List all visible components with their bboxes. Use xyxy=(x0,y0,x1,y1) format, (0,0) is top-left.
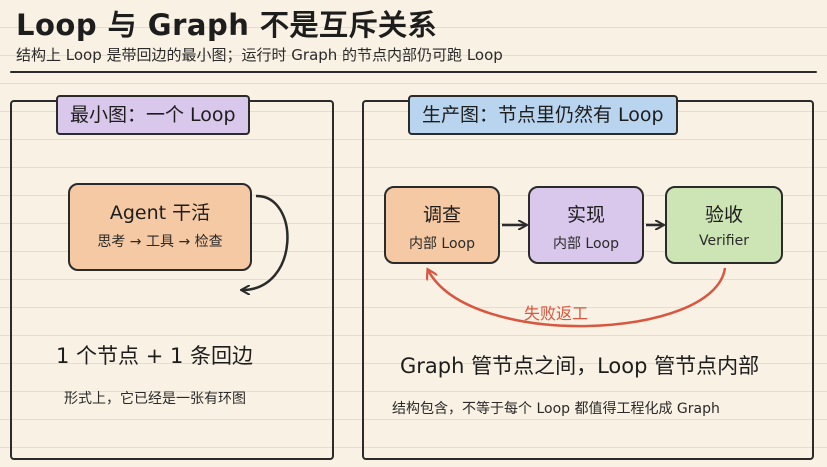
right-summary: Graph 管节点之间，Loop 管节点内部 xyxy=(400,354,760,378)
verify-node-subtitle: Verifier xyxy=(699,233,749,249)
fail-rework-label: 失败返工 xyxy=(524,304,589,323)
header-divider xyxy=(10,71,817,73)
agent-node: Agent 干活 思考 → 工具 → 检查 xyxy=(68,183,252,271)
implement-node: 实现 内部 Loop xyxy=(528,186,644,264)
page-title: Loop 与 Graph 不是互斥关系 xyxy=(16,8,437,42)
survey-node: 调查 内部 Loop xyxy=(384,186,500,264)
implement-node-subtitle: 内部 Loop xyxy=(552,236,620,252)
fail-rework-edge xyxy=(428,268,727,328)
verify-node: 验收 Verifier xyxy=(665,186,783,264)
verify-node-title: 验收 xyxy=(704,204,743,226)
agent-node-title: Agent 干活 xyxy=(109,202,211,224)
left-caption: 形式上，它已经是一张有环图 xyxy=(64,391,246,407)
left-panel-tag: 最小图：一个 Loop xyxy=(56,95,250,135)
survey-node-subtitle: 内部 Loop xyxy=(408,236,476,252)
page-subtitle: 结构上 Loop 是带回边的最小图；运行时 Graph 的节点内部仍可跑 Loo… xyxy=(16,46,503,64)
agent-node-subtitle: 思考 → 工具 → 检查 xyxy=(97,234,223,250)
left-summary: 1 个节点 + 1 条回边 xyxy=(56,344,254,368)
survey-node-title: 调查 xyxy=(422,204,461,226)
implement-node-title: 实现 xyxy=(566,204,605,226)
right-panel-tag: 生产图：节点里仍然有 Loop xyxy=(408,95,678,135)
loop-back-edge xyxy=(242,194,289,290)
right-caption: 结构包含，不等于每个 Loop 都值得工程化成 Graph xyxy=(392,401,720,417)
